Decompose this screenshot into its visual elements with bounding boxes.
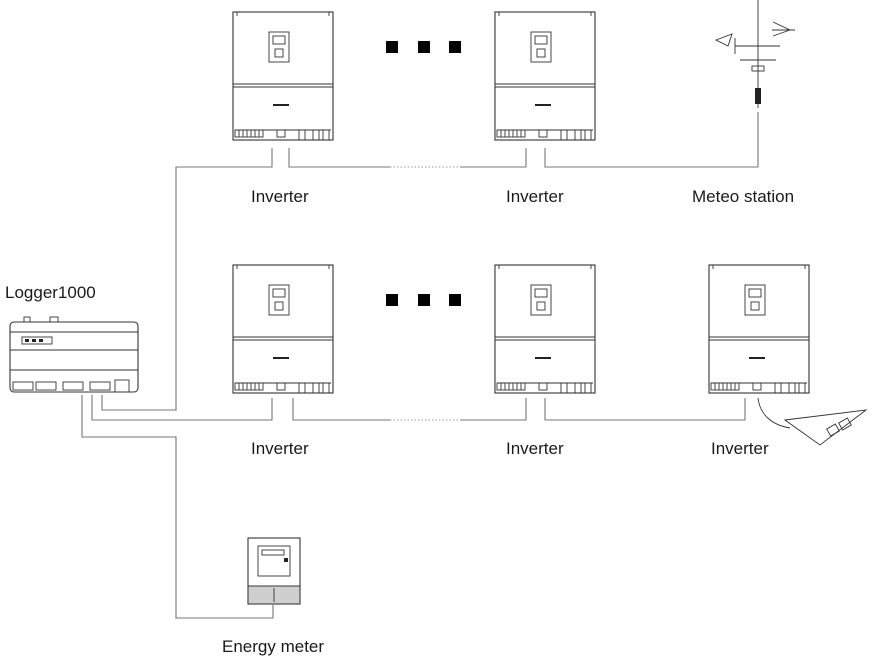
energy-meter <box>247 537 301 605</box>
wire-top-to-meteo <box>544 112 759 168</box>
wiring <box>81 112 759 619</box>
meteo-station <box>714 0 795 108</box>
wire-bottom-chain-3 <box>544 398 746 421</box>
ellipsis-bottom <box>386 294 461 306</box>
wire-logger-to-meter <box>81 395 274 619</box>
inverter-bottom-2 <box>494 264 596 394</box>
inverter-top-1 <box>232 11 334 141</box>
label-inverter-bottom-3: Inverter <box>711 439 769 458</box>
inverter-bottom-3 <box>708 264 810 394</box>
wire-top-chain-2 <box>460 148 527 168</box>
label-inverter-bottom-2: Inverter <box>506 439 564 458</box>
wire-top-left-to-logger <box>101 148 273 411</box>
label-meteo-station: Meteo station <box>692 187 794 206</box>
label-inverter-top-2: Inverter <box>506 187 564 206</box>
inverter-bottom-1 <box>232 264 334 394</box>
wire-bottom-left-to-logger <box>91 395 273 421</box>
label-inverter-top-1: Inverter <box>251 187 309 206</box>
ellipsis-top <box>386 41 461 53</box>
label-energy-meter: Energy meter <box>222 637 324 656</box>
wire-bottom-chain-2 <box>460 398 527 421</box>
antenna-accessory <box>757 397 868 446</box>
label-logger: Logger1000 <box>5 283 96 302</box>
wire-top-chain <box>288 148 390 168</box>
logger-device <box>9 316 139 393</box>
label-inverter-bottom-1: Inverter <box>251 439 309 458</box>
wire-bottom-chain <box>292 398 390 421</box>
inverter-top-2 <box>494 11 596 141</box>
